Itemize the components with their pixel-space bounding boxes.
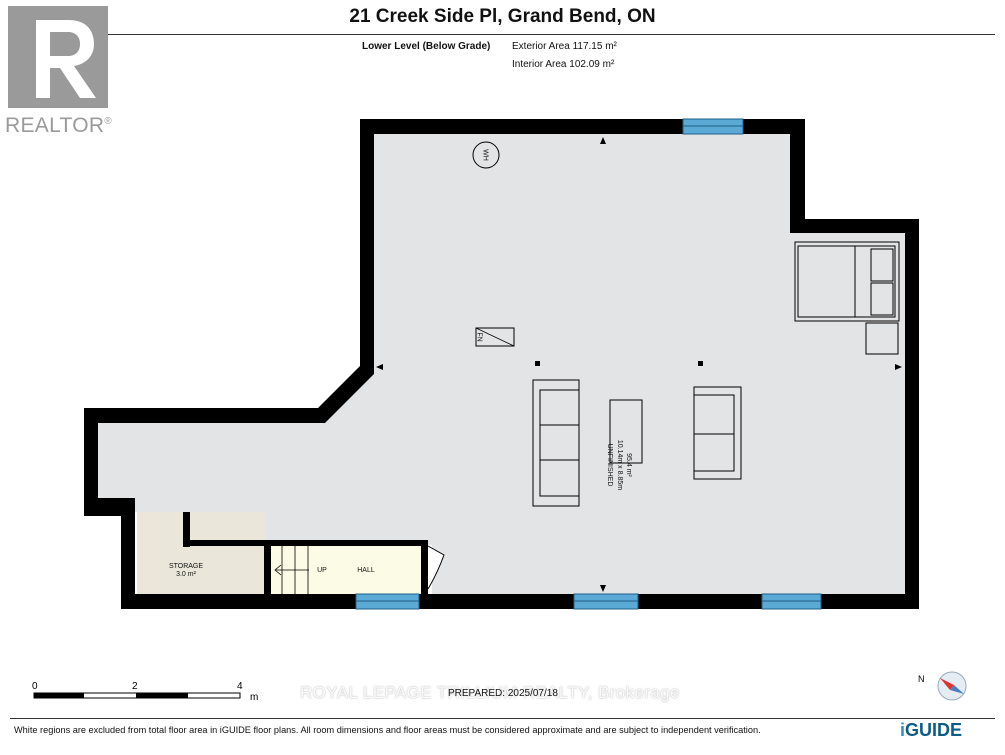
furnace-icon	[475, 327, 515, 347]
sofa	[532, 379, 580, 507]
scale-bar: 0 2 4 m	[32, 681, 258, 703]
support-post	[698, 361, 703, 366]
header-divider	[10, 34, 995, 35]
prepared-date: PREPARED: 2025/07/18	[448, 688, 558, 699]
support-post	[535, 361, 540, 366]
compass-north-label: N	[918, 674, 925, 684]
furnace-label: FN	[476, 332, 483, 341]
scale-tick-2: 2	[132, 681, 138, 692]
storage-name: STORAGE	[169, 563, 203, 570]
arrow-marker	[895, 364, 902, 370]
level-label: Lower Level (Below Grade)	[362, 41, 491, 52]
realtor-r-icon	[8, 6, 108, 108]
exterior-area: Exterior Area 117.15 m²	[512, 41, 617, 52]
interior-area: Interior Area 102.09 m²	[512, 59, 615, 70]
realtor-logo-text: REALTOR®	[5, 114, 113, 137]
unfinished-area: 95.4 m²	[625, 453, 632, 477]
stair-label: UP	[317, 567, 327, 574]
compass-icon: N	[918, 671, 967, 701]
nightstand	[865, 322, 899, 355]
storage-floor	[137, 512, 266, 594]
arrow-marker	[600, 585, 606, 592]
property-address: 21 Creek Side Pl, Grand Bend, ON	[349, 6, 656, 27]
arrow-marker	[600, 137, 606, 144]
interior-wall	[264, 540, 271, 594]
bed	[794, 241, 900, 322]
hall-name: HALL	[357, 567, 375, 574]
coffee-table	[609, 399, 643, 464]
iguide-logo: iGUIDE	[900, 720, 963, 740]
scale-tick-0: 0	[32, 681, 38, 692]
unfinished-name: UNFINISHED	[606, 444, 613, 487]
water-heater-icon	[472, 141, 500, 169]
unfinished-dims: 10.14m x 8.85m	[616, 440, 623, 490]
interior-wall	[183, 540, 423, 546]
door-swing	[427, 545, 445, 590]
loveseat	[693, 386, 742, 480]
footer-divider	[10, 718, 995, 719]
water-heater-label: WH	[482, 149, 489, 161]
arrow-marker	[376, 364, 383, 370]
scale-unit: m	[250, 692, 258, 703]
scale-tick-4: 4	[237, 681, 243, 692]
stairs	[274, 546, 309, 594]
storage-area: 3.0 m²	[176, 571, 197, 578]
interior-wall	[421, 540, 428, 594]
interior-wall	[183, 512, 190, 547]
disclaimer: White regions are excluded from total fl…	[14, 725, 761, 735]
hall-floor	[268, 545, 422, 594]
brokerage-watermark: ROYAL LEPAGE TRILLIUM REALTY, Brokerage	[300, 683, 680, 702]
